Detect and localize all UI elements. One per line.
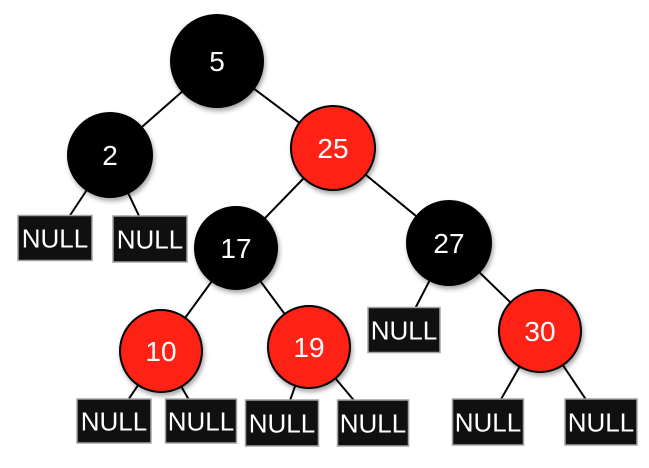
black-node-circle	[67, 112, 153, 198]
tree-node-30: 30	[498, 289, 582, 373]
null-box	[367, 306, 441, 354]
null-leaf-null-1: NULL	[17, 214, 93, 262]
black-node-circle	[406, 200, 492, 286]
tree-node-2: 2	[67, 112, 153, 198]
null-box	[244, 399, 320, 447]
black-node-circle	[170, 14, 264, 108]
red-node-circle	[119, 309, 203, 393]
red-node-circle	[290, 105, 376, 191]
null-leaf-null-3: NULL	[367, 306, 441, 354]
node-value-label: 10	[145, 336, 176, 367]
tree-node-27: 27	[406, 200, 492, 286]
null-box-label: NULL	[455, 408, 521, 438]
null-leaf-null-4: NULL	[76, 398, 152, 444]
black-node-circle	[194, 206, 278, 290]
red-node-circle	[498, 289, 582, 373]
null-box-label: NULL	[117, 225, 183, 255]
null-box	[336, 399, 410, 447]
tree-node-25: 25	[290, 105, 376, 191]
tree-node-5: 5	[170, 14, 264, 108]
node-value-label: 2	[102, 140, 118, 171]
null-leaf-null-5: NULL	[164, 398, 238, 444]
null-box-label: NULL	[340, 409, 406, 439]
null-leaf-null-6: NULL	[244, 399, 320, 447]
null-box-label: NULL	[22, 224, 88, 254]
null-box	[564, 398, 638, 446]
node-value-label: 19	[293, 332, 324, 363]
null-box	[112, 215, 188, 263]
null-leaf-null-7: NULL	[336, 399, 410, 447]
null-box-label: NULL	[249, 409, 315, 439]
null-box-label: NULL	[168, 407, 234, 437]
null-leaf-null-2: NULL	[112, 215, 188, 263]
null-box	[17, 214, 93, 262]
red-node-circle	[267, 305, 351, 389]
null-box	[76, 398, 152, 444]
tree-node-17: 17	[194, 206, 278, 290]
null-leaf-null-8: NULL	[451, 398, 525, 446]
tree-node-10: 10	[119, 309, 203, 393]
node-value-label: 30	[524, 316, 555, 347]
node-value-label: 17	[220, 233, 251, 264]
node-value-label: 5	[209, 46, 225, 77]
node-value-label: 25	[317, 133, 348, 164]
null-box-label: NULL	[371, 316, 437, 346]
null-box-label: NULL	[568, 408, 634, 438]
null-leaf-null-9: NULL	[564, 398, 638, 446]
tree-node-19: 19	[267, 305, 351, 389]
null-box	[164, 398, 238, 444]
null-box-label: NULL	[81, 407, 147, 437]
node-value-label: 27	[433, 228, 464, 259]
null-box	[451, 398, 525, 446]
